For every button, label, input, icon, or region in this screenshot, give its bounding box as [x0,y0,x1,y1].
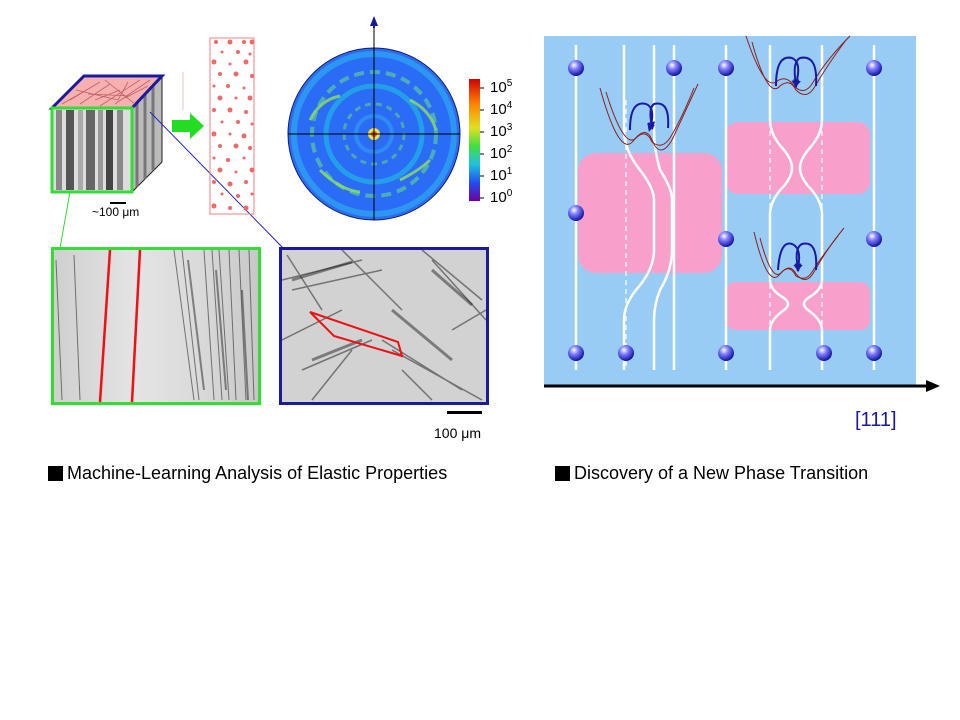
dashed-lattice-lines [625,50,823,370]
panel-caption: Discovery of a New Phase Transition [555,463,868,484]
up-arrow-icon [370,16,378,26]
hopping-arrows [629,56,818,272]
green-arrow-icon [172,113,204,139]
axis-label: [111] [855,409,897,431]
optical-micrograph-blue [279,247,489,405]
micrograph-scale-label: 100 μm [434,425,481,441]
cube-front-face [50,106,134,194]
green-connector-line [59,191,71,249]
colorbar-tick-label: 103 [490,122,513,140]
simulation-dot-column [209,37,255,215]
colorbar [469,79,484,201]
cube-scale-label: ~100 μm [92,205,140,219]
lattice-lines [574,45,876,370]
cube-side-face [131,74,163,194]
bullet-square-icon [48,466,63,481]
optical-micrograph-green [51,247,261,405]
colorbar-tick-label: 101 [490,166,513,184]
domain-regions [578,122,870,330]
atom-spheres [568,60,882,361]
colorbar-tick-label: 104 [490,100,513,118]
pole-figure-map [287,16,461,221]
microstructure-schematic [48,16,484,251]
caption-text: Machine-Learning Analysis of Elastic Pro… [67,463,448,483]
axis-arrow-icon [926,380,940,392]
phase-transition-diagram [544,35,940,392]
blue-connector-line [149,111,286,251]
colorbar-tick-label: 105 [490,78,513,96]
colorbar-tick-label: 100 [490,188,513,206]
micrograph-scale-bar [447,411,482,414]
colorbar-tick-label: 102 [490,144,513,162]
caption-text: Discovery of a New Phase Transition [574,463,869,483]
bullet-square-icon [555,466,570,481]
panel-caption: Machine-Learning Analysis of Elastic Pro… [48,463,447,484]
